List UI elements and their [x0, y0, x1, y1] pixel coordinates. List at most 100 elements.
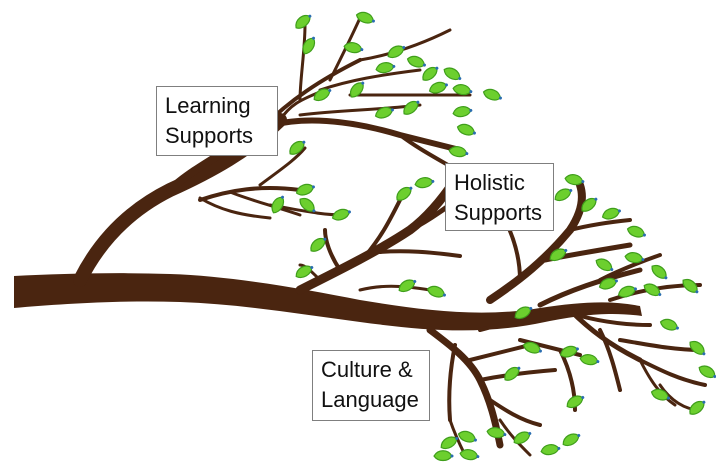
leaf-icon [299, 197, 316, 213]
leaf-icon [331, 208, 351, 221]
branch-15 [198, 196, 272, 220]
leaf-icon [456, 123, 476, 136]
leaf-icon [403, 100, 420, 115]
leaf-icon [513, 431, 532, 445]
branch-35 [598, 328, 622, 392]
branch-6 [328, 16, 362, 82]
leaf-group [271, 11, 716, 462]
branch-38 [426, 326, 504, 449]
branch-7 [358, 28, 452, 62]
branch-26 [568, 218, 632, 232]
leaf-icon [375, 62, 396, 74]
leaf-icon [426, 285, 446, 298]
label-culture-line-2: Language [321, 387, 419, 412]
leaf-icon [698, 365, 716, 379]
leaf-icon [289, 140, 306, 155]
label-holistic-line-1: Holistic [454, 170, 525, 195]
leaf-icon [349, 81, 365, 98]
leaf-icon [271, 195, 285, 214]
leaf-icon [689, 400, 706, 415]
branch-43 [447, 343, 457, 422]
leaf-icon [689, 340, 706, 356]
label-culture-line-1: Culture & [321, 357, 413, 382]
leaf-icon [355, 11, 375, 24]
leaf-icon [579, 354, 600, 366]
leaf-icon [482, 88, 502, 101]
branch-23 [358, 284, 432, 292]
leaf-icon [564, 174, 585, 186]
label-learning-supports: Learning Supports [156, 86, 278, 156]
label-learning-line-2: Supports [165, 123, 254, 148]
leaf-icon [440, 436, 459, 450]
leaf-icon [486, 427, 507, 439]
leaf-icon [626, 225, 646, 238]
main-trunk [14, 273, 642, 331]
leaf-icon [624, 252, 645, 264]
leaf-icon [682, 278, 699, 294]
leaf-icon [310, 237, 327, 252]
label-holistic-supports: Holistic Supports [445, 163, 554, 231]
branch-31 [558, 308, 652, 327]
leaf-icon [617, 285, 637, 298]
leaf-icon [295, 265, 314, 279]
branch-29 [598, 253, 662, 282]
branch-32 [567, 307, 643, 363]
branch-21 [378, 249, 462, 258]
branch-10 [298, 103, 422, 117]
label-holistic-line-2: Supports [454, 200, 543, 225]
branch-14 [258, 146, 307, 187]
branch-2 [259, 117, 463, 153]
leaf-icon [428, 81, 448, 94]
branch-17 [295, 175, 460, 295]
leaf-icon [566, 395, 585, 409]
branch-33 [618, 338, 702, 352]
leaf-icon [443, 67, 462, 81]
leaf-icon [522, 341, 542, 354]
leaf-icon [387, 45, 406, 59]
branch-8 [318, 68, 422, 92]
label-culture-language: Culture & Language [312, 350, 430, 421]
leaf-icon [459, 449, 480, 461]
leaf-icon [406, 55, 426, 68]
branch-19 [323, 228, 342, 272]
leaf-icon [295, 14, 312, 29]
branch-39 [468, 343, 532, 362]
branch-13 [228, 190, 302, 217]
leaf-icon [448, 146, 469, 158]
leaf-icon [452, 106, 473, 118]
leaf-icon [549, 248, 568, 262]
branch-20 [358, 198, 402, 264]
leaf-icon [452, 84, 473, 96]
leaf-icon [422, 66, 439, 81]
branch-5 [298, 23, 307, 102]
branch-12 [198, 186, 302, 202]
branch-41 [488, 398, 542, 427]
leaf-icon [514, 306, 533, 320]
leaf-icon [601, 207, 621, 220]
leaf-icon [398, 279, 417, 293]
leaf-icon [643, 283, 662, 297]
leaf-icon [414, 177, 435, 189]
label-learning-line-1: Learning [165, 93, 251, 118]
leaf-icon [295, 183, 315, 196]
branch-24 [486, 181, 586, 304]
leaf-icon [396, 186, 413, 201]
leaf-icon [343, 42, 364, 54]
leaf-icon [595, 258, 614, 272]
leaf-icon [581, 197, 598, 212]
leaf-icon [504, 366, 521, 381]
branch-36 [638, 358, 677, 407]
leaf-icon [540, 444, 561, 456]
leaf-icon [598, 277, 618, 290]
leaf-icon [374, 106, 394, 119]
leaf-icon [659, 318, 679, 331]
leaf-icon [433, 450, 454, 462]
leaf-icon [302, 36, 316, 55]
leaf-icon [457, 430, 477, 443]
branch-28 [537, 267, 643, 308]
leaf-icon [562, 433, 581, 447]
branch-34 [638, 358, 707, 387]
leaf-icon [554, 188, 573, 202]
leaf-icon [651, 264, 668, 280]
leaf-icon [650, 388, 670, 401]
